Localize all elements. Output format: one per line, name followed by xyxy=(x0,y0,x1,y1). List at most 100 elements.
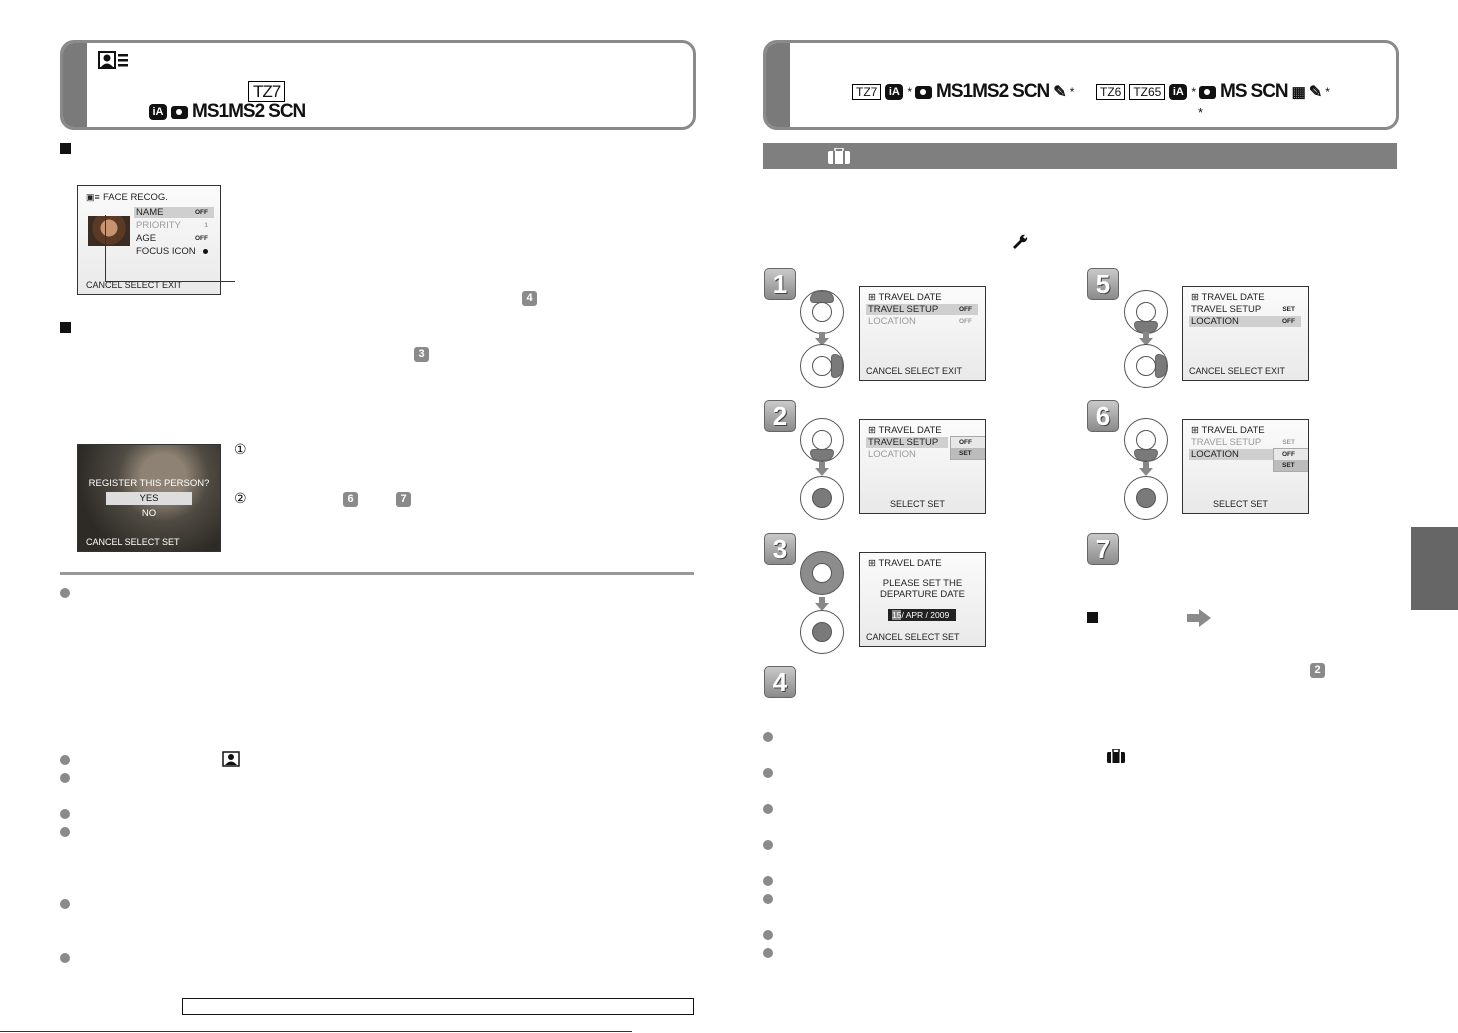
ref-step-2-badge: 2 xyxy=(1310,663,1325,678)
callout-line xyxy=(105,215,106,281)
circled-two: ② xyxy=(234,490,247,506)
date-day: 15 xyxy=(892,610,902,620)
face-row-priority: PRIORITY 1 xyxy=(136,220,208,231)
face-recog-icon xyxy=(97,50,131,72)
cursor-pad-center xyxy=(800,610,844,654)
mode-scn: SCN xyxy=(1250,81,1289,102)
date-rest: / APR / 2009 xyxy=(901,610,950,620)
register-no-option[interactable]: NO xyxy=(141,508,157,519)
wrench-icon xyxy=(1012,234,1028,255)
row-travel-setup: TRAVEL SETUP xyxy=(866,437,948,448)
register-person-screen: REGISTER THIS PERSON? YES NO CANCEL SELE… xyxy=(77,444,221,552)
departure-msg-line2: DEPARTURE DATE xyxy=(880,589,965,600)
down-arrow-icon xyxy=(815,462,829,476)
right-mode-row-b: TZ6 TZ65 iA* MS SCN ▦ ✎* xyxy=(1096,81,1330,103)
option-set[interactable]: SET xyxy=(1274,460,1308,471)
cursor-pad-down xyxy=(800,418,844,462)
face-row-name: NAME OFF xyxy=(134,207,214,218)
down-arrow-icon xyxy=(815,332,829,346)
travel-date-screen-3: ⊞ TRAVEL DATE PLEASE SET THE DEPARTURE D… xyxy=(859,552,986,647)
ref-step-3-badge: 3 xyxy=(414,347,429,362)
face-row-focus-icon: FOCUS ICON xyxy=(134,246,214,257)
right-mode-row-a: TZ7 iA* MS1MS2 SCN ✎* xyxy=(852,81,1074,103)
note-bullet xyxy=(60,827,70,837)
camera-icon xyxy=(1199,85,1217,99)
register-footer: CANCEL SELECT SET xyxy=(86,537,180,547)
clipboard-mode-icon: ✎ xyxy=(1308,84,1322,101)
right-header-frame: TZ7 iA* MS1MS2 SCN ✎* TZ6 TZ65 iA* MS SC… xyxy=(763,40,1399,130)
mode-scn: SCN xyxy=(268,101,306,122)
date-picker[interactable]: 15/ APR / 2009 xyxy=(888,609,956,621)
mode-ms1ms2: MS1MS2 xyxy=(936,81,1009,102)
step-7-number: 7 xyxy=(1087,533,1119,565)
step-5-number: 5 xyxy=(1087,268,1119,300)
register-yes-option[interactable]: YES xyxy=(106,492,192,505)
page-bottom-line xyxy=(0,1031,632,1032)
intelligent-auto-icon: iA xyxy=(885,84,904,100)
down-arrow-icon xyxy=(1139,332,1153,346)
left-header-frame: TZ7 iA MS1MS2 SCN xyxy=(60,40,696,130)
face-recog-screen: ▣≡ FACE RECOG. NAME OFF PRIORITY 1 AGE O… xyxy=(77,185,221,295)
note-bullet xyxy=(60,773,70,783)
screen-footer: CANCEL SELECT SET xyxy=(866,632,960,642)
step-6-number: 6 xyxy=(1087,400,1119,432)
ref-step-6-badge: 6 xyxy=(343,492,358,507)
option-popup: OFF SET xyxy=(950,436,985,460)
note-bullet xyxy=(763,948,773,958)
left-header-tab xyxy=(63,43,87,127)
empty-box xyxy=(182,998,694,1015)
left-model-row: TZ7 xyxy=(248,81,286,102)
option-set[interactable]: SET xyxy=(951,448,985,459)
cursor-pad-right xyxy=(1124,344,1168,388)
departure-msg-line1: PLEASE SET THE xyxy=(882,578,963,589)
face-photo xyxy=(88,216,130,246)
side-index-tab xyxy=(1411,527,1458,610)
suitcase-icon xyxy=(827,147,851,170)
note-bullet xyxy=(60,899,70,909)
note-bullet xyxy=(763,876,773,886)
cursor-pad-all xyxy=(800,551,844,595)
screen-footer: CANCEL SELECT EXIT xyxy=(1189,366,1286,376)
screen-title: ⊞ TRAVEL DATE xyxy=(868,425,942,436)
note-bullet xyxy=(763,894,773,904)
cursor-pad-center xyxy=(800,476,844,520)
cursor-pad-down xyxy=(1124,418,1168,462)
register-question: REGISTER THIS PERSON? xyxy=(88,478,210,489)
square-bullet xyxy=(60,143,71,154)
option-popup: OFF SET xyxy=(1273,448,1308,472)
step-2-number: 2 xyxy=(764,400,796,432)
face-recog-screen-icon: ▣≡ xyxy=(86,192,100,202)
cursor-pad-down xyxy=(1124,290,1168,334)
square-bullet xyxy=(1087,612,1098,623)
left-divider xyxy=(60,572,694,575)
option-off[interactable]: OFF xyxy=(959,439,972,446)
row-location: LOCATION xyxy=(868,449,916,460)
note-bullet xyxy=(60,588,70,598)
screen-title: ⊞ TRAVEL DATE xyxy=(868,558,942,569)
intelligent-auto-icon: iA xyxy=(1169,84,1188,100)
note-bullet xyxy=(763,840,773,850)
travel-date-screen-2: ⊞ TRAVEL DATE TRAVEL SETUP LOCATION OFF … xyxy=(859,419,986,514)
step-3-number: 3 xyxy=(764,533,796,565)
right-header-tab xyxy=(766,43,790,127)
callout-line-h xyxy=(105,281,235,282)
option-off[interactable]: OFF xyxy=(1282,451,1295,458)
model-badge-tz7: TZ7 xyxy=(248,81,286,102)
step-1-number: 1 xyxy=(764,268,796,300)
note-bullet xyxy=(763,768,773,778)
circled-one: ① xyxy=(234,441,247,457)
screen-footer: CANCEL SELECT EXIT xyxy=(866,366,963,376)
model-badge-tz7: TZ7 xyxy=(852,84,882,100)
face-row-age: AGE OFF xyxy=(136,233,208,244)
focus-dot-icon xyxy=(203,249,208,254)
note-bullet xyxy=(60,809,70,819)
cursor-pad-up xyxy=(800,290,844,334)
travel-date-section-bar xyxy=(763,143,1397,169)
face-recog-title: FACE RECOG. xyxy=(103,192,168,203)
face-recog-footer: CANCEL SELECT EXIT xyxy=(86,280,183,290)
square-bullet xyxy=(60,322,71,333)
